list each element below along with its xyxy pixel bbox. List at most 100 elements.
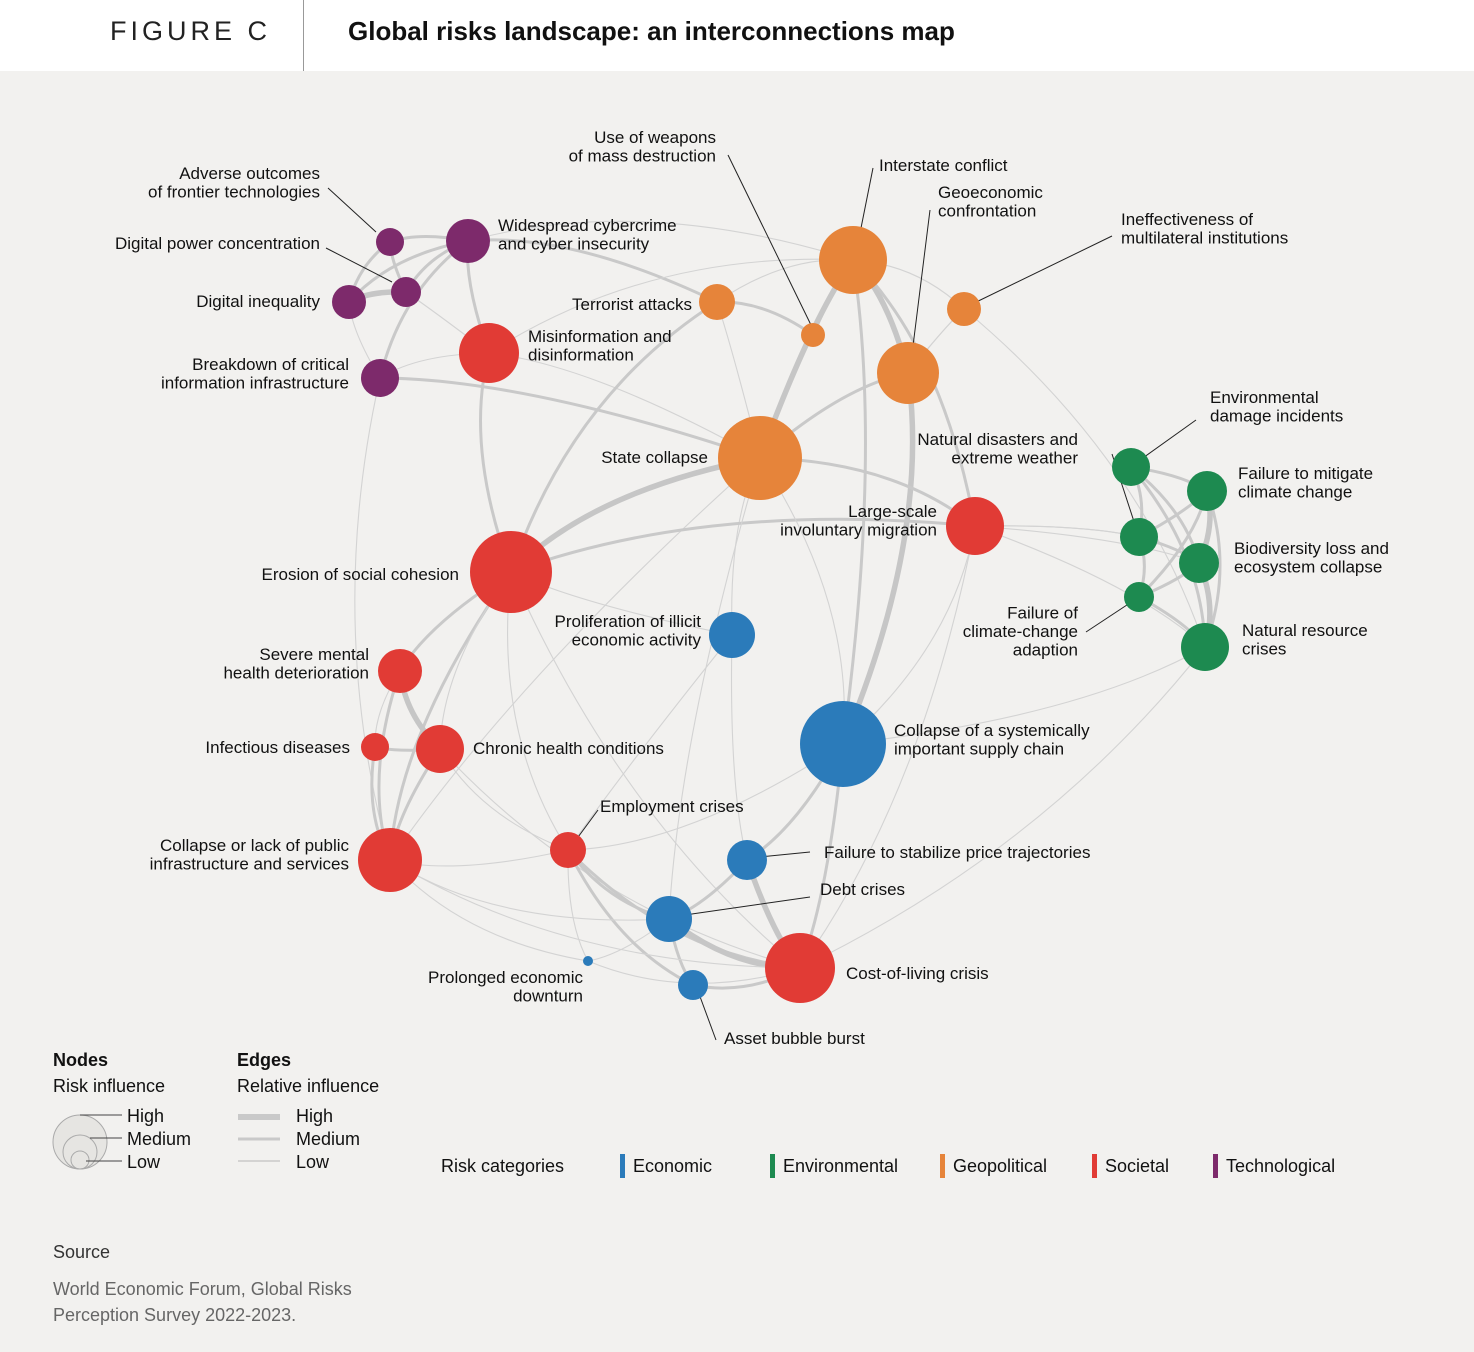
- node-employment[interactable]: [550, 832, 586, 868]
- leader-line-adverse: [327, 187, 377, 233]
- edge-prolonged-publicinfra: [389, 859, 589, 962]
- leader-lines-layer: [325, 154, 1197, 1041]
- node-label-terrorist: Terrorist attacks: [572, 295, 692, 314]
- legend-edge-high: High: [296, 1106, 334, 1126]
- legend-category-technological: Technological: [1213, 1154, 1335, 1178]
- node-wmd[interactable]: [801, 323, 825, 347]
- edge-statecollapse-publicinfra: [389, 457, 761, 861]
- nodes-layer: [332, 219, 1229, 1003]
- node-digpower[interactable]: [391, 277, 421, 307]
- leader-line-debt: [670, 896, 811, 918]
- edge-ineffective-natresource: [963, 308, 1206, 648]
- node-label-chronic: Chronic health conditions: [473, 739, 664, 758]
- edge-breakdown-publicinfra: [354, 377, 391, 861]
- node-label-infectious: Infectious diseases: [205, 738, 350, 757]
- node-erosion[interactable]: [470, 531, 552, 613]
- edge-migration-natresource: [974, 525, 1206, 648]
- edge-cybercrime-terrorist: [466, 238, 719, 304]
- edge-publicinfra-debt: [389, 859, 670, 921]
- edge-assetbubble-employment: [566, 848, 695, 987]
- source-title: Source: [53, 1242, 111, 1262]
- node-costofliving[interactable]: [765, 933, 835, 1003]
- legend-nodes-title: Nodes: [53, 1050, 109, 1070]
- legend-edge-weight-icon: [238, 1114, 280, 1162]
- edge-migration-biodiversity: [974, 525, 1200, 564]
- edge-erosion-migration: [509, 517, 977, 574]
- edge-geoeconomic-supplychain: [840, 370, 916, 747]
- legend-category-label: Technological: [1226, 1155, 1336, 1176]
- node-misinfo[interactable]: [459, 323, 519, 383]
- node-statecollapse[interactable]: [718, 416, 802, 500]
- node-migration[interactable]: [946, 497, 1004, 555]
- edge-cybercrime-interstate: [467, 220, 854, 261]
- node-debt[interactable]: [646, 896, 692, 942]
- legend-node-medium: Medium: [127, 1129, 192, 1149]
- node-mental[interactable]: [378, 649, 422, 693]
- legend-node-low: Low: [127, 1152, 161, 1172]
- node-ineffective[interactable]: [947, 292, 981, 326]
- leader-line-ineffective: [965, 235, 1113, 308]
- edge-migration-costofliving: [799, 525, 976, 969]
- edge-erosion-costofliving: [510, 571, 801, 969]
- node-label-assetbubble: Asset bubble burst: [724, 1029, 865, 1048]
- node-price[interactable]: [727, 840, 767, 880]
- edge-misinfo-interstate: [488, 258, 854, 354]
- figure-title: Global risks landscape: an interconnecti…: [348, 16, 955, 46]
- edge-breakdown-statecollapse: [378, 376, 762, 460]
- legend-edge-low: Low: [296, 1152, 330, 1172]
- node-supplychain[interactable]: [800, 701, 886, 787]
- node-assetbubble[interactable]: [678, 970, 708, 1000]
- node-biodiversity[interactable]: [1179, 543, 1219, 583]
- node-diginequality[interactable]: [332, 285, 366, 319]
- node-adverse[interactable]: [376, 228, 404, 256]
- node-label-costofliving: Cost-of-living crisis: [846, 964, 989, 983]
- node-illicit[interactable]: [709, 612, 755, 658]
- environmental-swatch-icon: [770, 1154, 775, 1178]
- source-text: World Economic Forum, Global Risks Perce…: [53, 1279, 352, 1325]
- legend-category-societal: Societal: [1092, 1154, 1169, 1178]
- edge-illicit-price: [730, 634, 748, 861]
- node-natresource[interactable]: [1181, 623, 1229, 671]
- node-breakdown[interactable]: [361, 359, 399, 397]
- header-divider: [303, 0, 304, 71]
- legend-category-economic: Economic: [620, 1154, 712, 1178]
- node-publicinfra[interactable]: [358, 828, 422, 892]
- node-terrorist[interactable]: [699, 284, 735, 320]
- legend-category-label: Economic: [633, 1155, 713, 1176]
- node-interstate[interactable]: [819, 226, 887, 294]
- figure-label: FIGURE C: [110, 16, 272, 46]
- societal-swatch-icon: [1092, 1154, 1097, 1178]
- legend-category-label: Geopolitical: [953, 1155, 1048, 1176]
- node-prolonged[interactable]: [583, 956, 593, 966]
- node-label-interstate: Interstate conflict: [879, 156, 1008, 175]
- edge-natresource-supplychain: [842, 646, 1206, 745]
- geopolitical-swatch-icon: [940, 1154, 945, 1178]
- edge-interstate-supplychain: [841, 258, 867, 746]
- node-cybercrime[interactable]: [446, 219, 490, 263]
- node-label-digpower: Digital power concentration: [115, 234, 320, 253]
- node-mitigate[interactable]: [1187, 471, 1227, 511]
- node-adaption[interactable]: [1124, 582, 1154, 612]
- node-natdisasters[interactable]: [1120, 518, 1158, 556]
- node-envdamage[interactable]: [1112, 448, 1150, 486]
- leader-line-digpower: [325, 247, 393, 283]
- node-label-erosion: Erosion of social cohesion: [261, 565, 459, 584]
- node-infectious[interactable]: [361, 733, 389, 761]
- legend-node-high: High: [127, 1106, 165, 1126]
- legend-category-geopolitical: Geopolitical: [940, 1154, 1047, 1178]
- node-geoeconomic[interactable]: [877, 342, 939, 404]
- figure-header: FIGURE C Global risks landscape: an inte…: [0, 0, 1474, 71]
- node-chronic[interactable]: [416, 725, 464, 773]
